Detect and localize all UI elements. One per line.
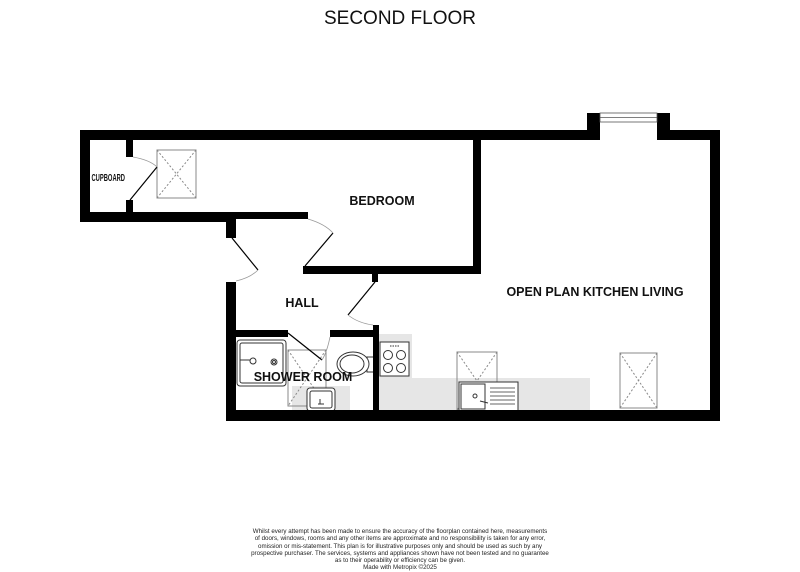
room-label-hall: HALL bbox=[285, 296, 319, 310]
door-bedroom[interactable] bbox=[304, 218, 334, 267]
wash-basin-icon bbox=[306, 387, 336, 412]
disclaimer-line: as to their operability or efficiency ca… bbox=[334, 557, 466, 565]
door-kitchen-living[interactable] bbox=[347, 281, 376, 326]
room-label-bedroom: BEDROOM bbox=[349, 194, 414, 208]
door-hall-entrance[interactable] bbox=[231, 237, 259, 282]
room-label-cupboard: CUPBOARD bbox=[92, 173, 126, 184]
window-icon bbox=[599, 112, 658, 123]
sink-icon bbox=[458, 381, 519, 412]
disclaimer: Whilst every attempt has been made to en… bbox=[250, 528, 550, 572]
door-cupboard[interactable] bbox=[129, 156, 158, 201]
room-label-shower-room: SHOWER ROOM bbox=[254, 370, 353, 384]
toilet-icon bbox=[336, 351, 375, 377]
room-label-kitchen-living: OPEN PLAN KITCHEN LIVING bbox=[506, 285, 683, 299]
disclaimer-line: omission or mis-statement. This plan is … bbox=[258, 542, 542, 550]
skylight-icon bbox=[619, 352, 658, 409]
floor-title: SECOND FLOOR bbox=[323, 8, 477, 29]
disclaimer-line: prospective purchaser. The services, sys… bbox=[251, 549, 549, 557]
walls bbox=[80, 113, 720, 421]
door-shower-room[interactable] bbox=[287, 332, 331, 361]
hob-icon bbox=[379, 341, 410, 377]
disclaimer-line: Whilst every attempt has been made to en… bbox=[252, 528, 548, 535]
shower-tray-icon bbox=[236, 339, 287, 387]
skylight-icon bbox=[156, 149, 197, 199]
disclaimer-line: of doors, windows, rooms and any other i… bbox=[254, 535, 546, 543]
